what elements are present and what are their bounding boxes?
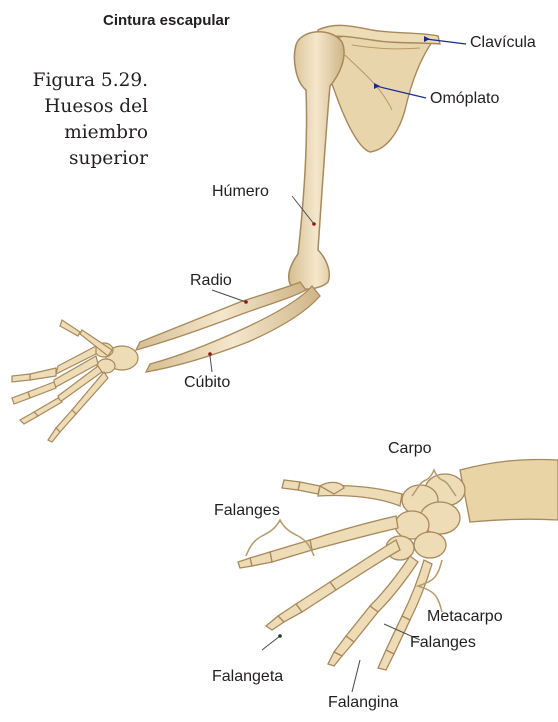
label-cubito: Cúbito — [184, 374, 230, 392]
label-humero: Húmero — [212, 183, 269, 201]
label-carpo: Carpo — [388, 440, 432, 458]
label-omoplato: Omóplato — [430, 90, 499, 108]
label-falangina: Falangina — [328, 694, 398, 712]
upper-hand — [12, 320, 138, 442]
label-falanges-bottom: Falanges — [410, 634, 476, 652]
caption-line-3: miembro — [33, 120, 148, 146]
label-radio: Radio — [190, 272, 232, 290]
label-metacarpo: Metacarpo — [427, 608, 503, 626]
detailed-hand — [238, 459, 558, 670]
label-clavicula: Clavícula — [470, 34, 536, 52]
label-falanges-top: Falanges — [214, 502, 280, 520]
caption-line-1: Figura 5.29. — [33, 68, 148, 94]
caption-line-4: superior — [33, 146, 148, 172]
humerus — [289, 32, 344, 289]
figure-title: Cintura escapular — [103, 12, 230, 29]
caption-line-2: Huesos del — [33, 94, 148, 120]
figure-caption: Figura 5.29. Huesos del miembro superior — [33, 68, 148, 172]
pointer-dots-dark — [278, 634, 282, 638]
label-falangeta: Falangeta — [212, 668, 283, 686]
